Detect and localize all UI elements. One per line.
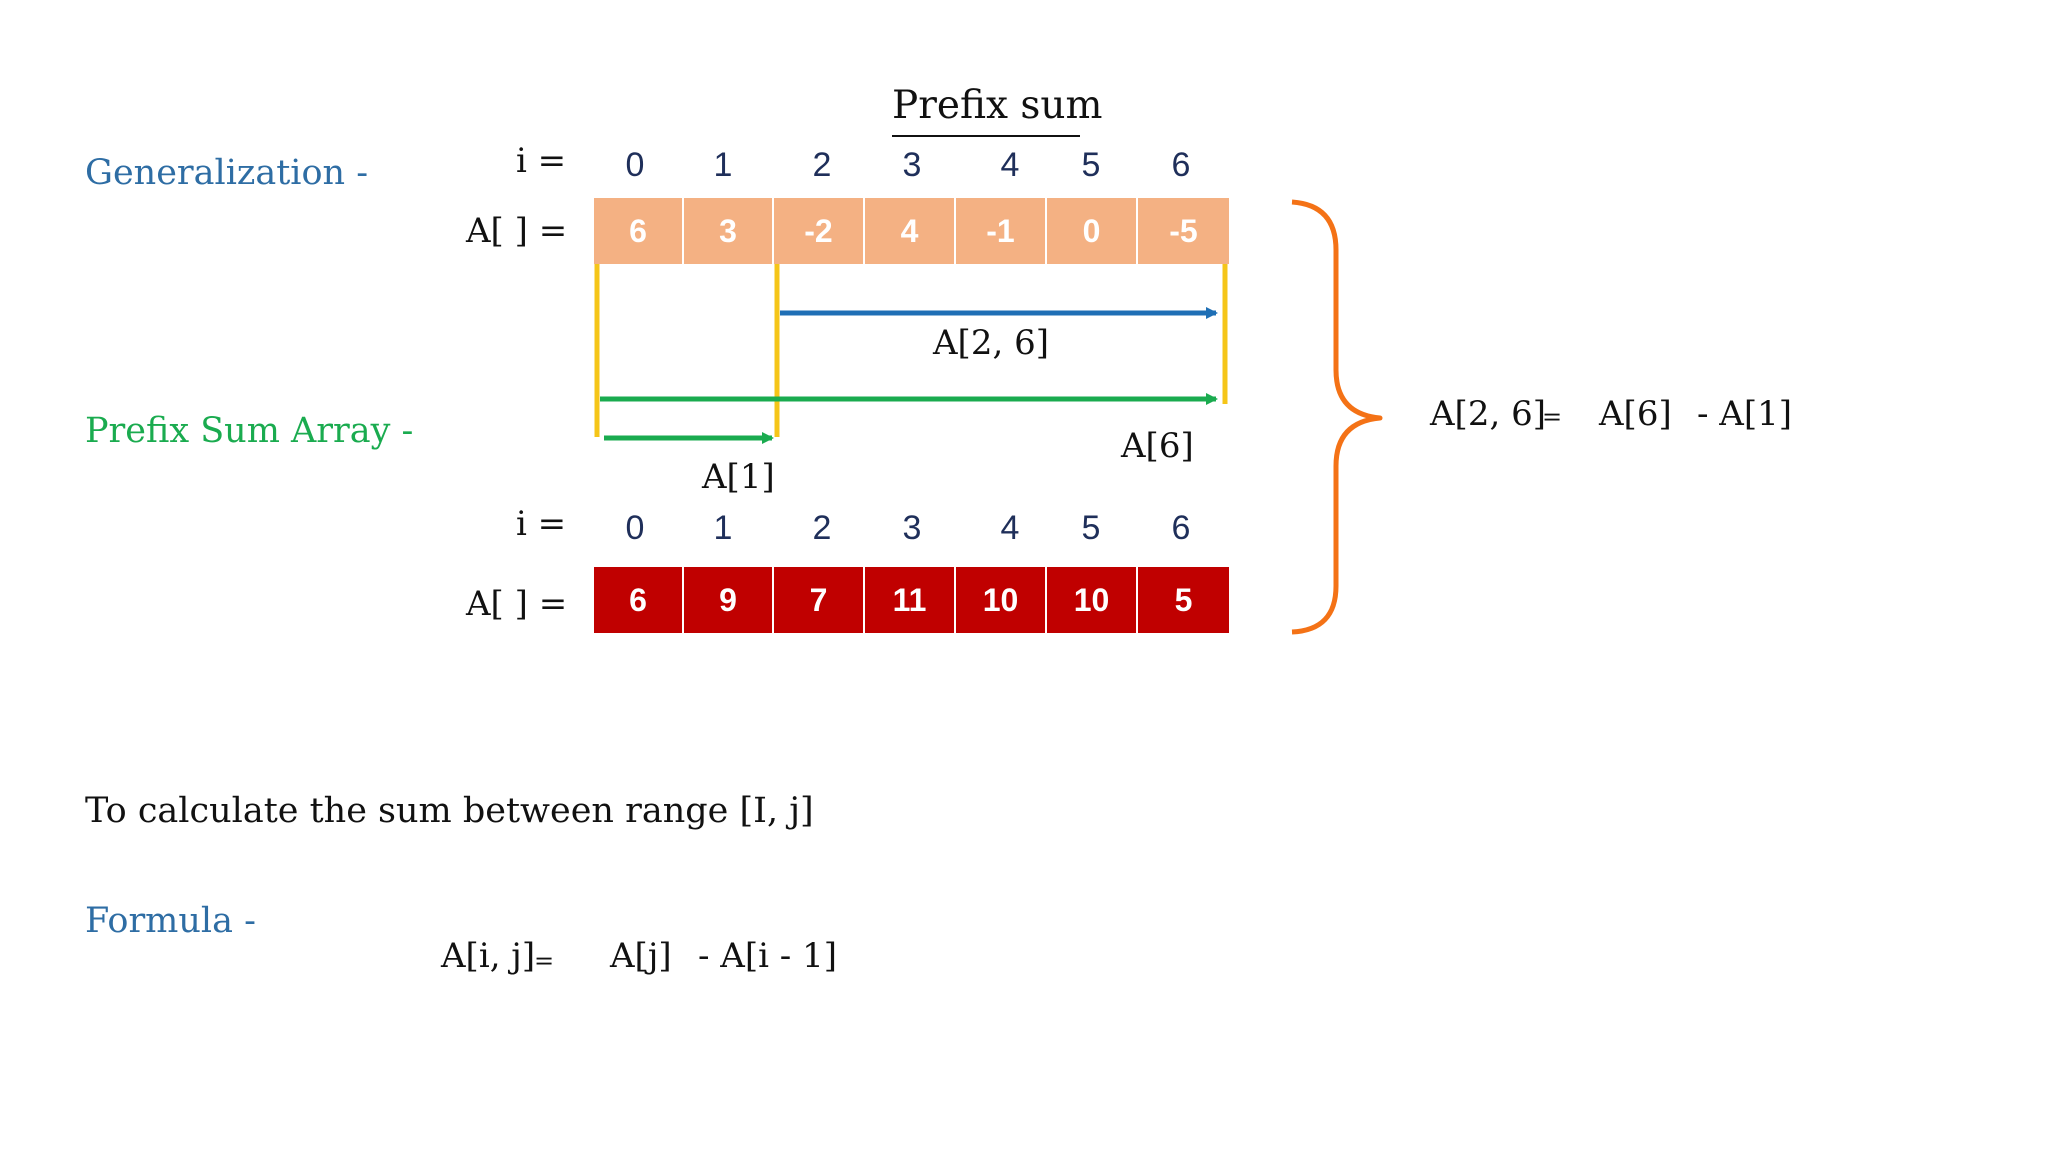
index-label-top: i = [516,141,567,181]
original-cell: -5 [1138,198,1229,264]
prefix-cell: 6 [594,567,684,633]
prefix-cell: 9 [684,567,774,633]
index-4-bottom: 4 [1000,509,1020,547]
generalization-label: Generalization - [85,153,369,193]
index-6-top: 6 [1171,146,1191,184]
range-arrow-label: A[2, 6] [933,323,1049,363]
prefix-cell: 10 [956,567,1047,633]
index-6-bottom: 6 [1171,509,1191,547]
formula-term1: A[j] [610,936,672,976]
index-2-bottom: 2 [812,509,832,547]
curly-brace [1291,199,1383,635]
example-equals: = [1542,403,1563,431]
index-3-bottom: 3 [902,509,922,547]
prefix-cell: 7 [774,567,865,633]
prefix-array: 6 9 7 11 10 10 5 [594,567,1229,633]
example-term2: - A[1] [1697,394,1793,434]
array-label-top: A[ ] = [466,211,568,251]
original-cell: 6 [594,198,684,264]
formula-equals: = [534,947,555,975]
original-cell: -1 [956,198,1047,264]
prefix-cell: 11 [865,567,956,633]
original-cell: 0 [1047,198,1138,264]
index-3-top: 3 [902,146,922,184]
index-2-top: 2 [812,146,832,184]
index-label-bottom: i = [516,504,567,544]
original-cell: 3 [684,198,774,264]
range-description: To calculate the sum between range [I, j… [85,791,814,831]
index-4-top: 4 [1000,146,1020,184]
full-arrow-label: A[6] [1121,426,1194,466]
formula-term2: - A[i - 1] [698,936,837,976]
array-label-bottom: A[ ] = [466,584,568,624]
example-lhs: A[2, 6] [1430,394,1546,434]
title-underline [892,135,1080,137]
index-5-bottom: 5 [1081,509,1101,547]
index-0-bottom: 0 [625,509,645,547]
first-arrow-label: A[1] [702,457,775,497]
prefix-cell: 5 [1138,567,1229,633]
original-array: 6 3 -2 4 -1 0 -5 [594,198,1229,264]
index-5-top: 5 [1081,146,1101,184]
prefix-cell: 10 [1047,567,1138,633]
example-term1: A[6] [1599,394,1672,434]
original-cell: -2 [774,198,865,264]
index-0-top: 0 [625,146,645,184]
index-1-bottom: 1 [713,509,733,547]
prefix-sum-array-label: Prefix Sum Array - [85,411,414,451]
page-title: Prefix sum [892,83,1103,128]
formula-label: Formula - [85,901,256,941]
formula-lhs: A[i, j] [441,936,536,976]
index-1-top: 1 [713,146,733,184]
original-cell: 4 [865,198,956,264]
